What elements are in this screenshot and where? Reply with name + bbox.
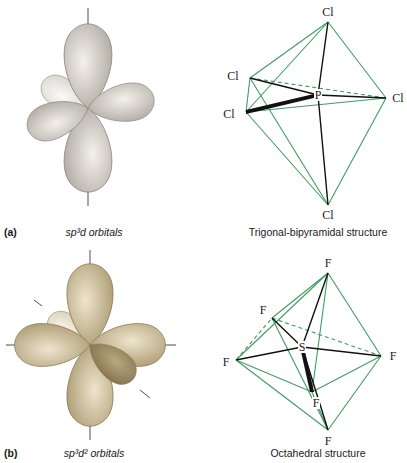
atom-label: F [324,257,333,269]
atom-label: F [259,304,268,316]
orbital-caption: sp³d orbitals [65,227,122,238]
orbital-caption: sp³d² orbitals [64,448,125,459]
structure-caption: Trigonal-bipyramidal structure [249,227,388,238]
atom-label: Cl [391,92,404,104]
atom-label: F [312,397,321,409]
trigonal-bipyramid [246,22,386,205]
atom-label: F [324,435,333,447]
atom-label: F [389,350,398,362]
atom-label: Cl [321,209,334,221]
atom-label: S [298,341,307,353]
panel-tag: (a) [4,227,17,238]
atom-label: Cl [321,6,334,18]
atom-label: F [222,356,231,368]
atom-label: P [314,89,323,101]
sp3d-orbitals [22,8,157,206]
sp3d2-orbitals [6,250,176,440]
atom-label: Cl [226,70,239,82]
panel-tag: (b) [4,448,17,459]
atom-label: Cl [222,108,235,120]
octahedron [236,273,381,430]
structure-caption: Octahedral structure [270,448,365,459]
